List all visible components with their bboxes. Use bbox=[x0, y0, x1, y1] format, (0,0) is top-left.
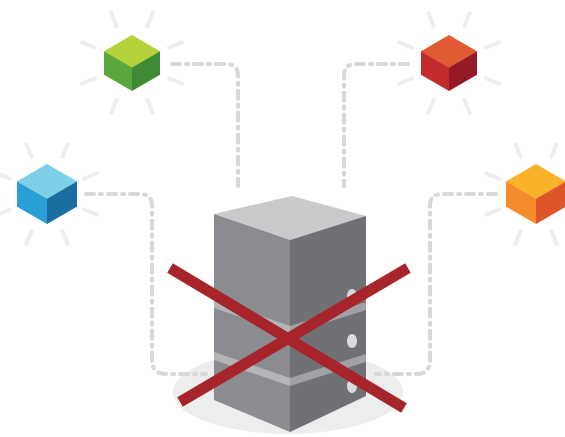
ray bbox=[426, 98, 436, 115]
cube-top-face bbox=[104, 35, 160, 68]
connectors bbox=[84, 62, 498, 376]
ray bbox=[0, 172, 12, 181]
ray bbox=[24, 142, 34, 159]
ray bbox=[0, 207, 12, 216]
cube-right-face bbox=[536, 181, 565, 224]
ray bbox=[513, 142, 523, 159]
ray bbox=[145, 11, 155, 28]
cube-left-face bbox=[421, 51, 449, 91]
ray bbox=[484, 76, 501, 86]
server-band-right-2 bbox=[290, 354, 366, 386]
rays-green bbox=[80, 11, 184, 115]
cross-line-2 bbox=[177, 263, 411, 407]
ray bbox=[549, 229, 559, 246]
ray bbox=[549, 142, 559, 159]
ray bbox=[109, 98, 119, 115]
cube-left-face bbox=[506, 181, 536, 224]
ray bbox=[426, 11, 436, 28]
ray bbox=[462, 98, 472, 115]
ray bbox=[82, 207, 99, 217]
cube-right-face bbox=[132, 51, 160, 91]
cube-top-face bbox=[421, 35, 477, 68]
ray bbox=[167, 40, 184, 50]
red-cube bbox=[421, 35, 477, 91]
cube-left-face bbox=[17, 181, 47, 224]
ray bbox=[513, 229, 523, 246]
cube-top-face bbox=[17, 164, 77, 199]
server-indicator-2 bbox=[347, 334, 357, 348]
cube-top-face bbox=[506, 164, 565, 199]
ray bbox=[484, 171, 501, 181]
green-cube bbox=[104, 35, 160, 91]
offline-cross bbox=[167, 263, 411, 413]
ray bbox=[397, 76, 414, 86]
ray bbox=[145, 98, 155, 115]
server-band-left-2 bbox=[214, 352, 290, 386]
ray bbox=[484, 40, 501, 50]
orange-cube bbox=[506, 164, 565, 224]
blue-cube bbox=[17, 164, 77, 224]
cube-right-face bbox=[47, 181, 77, 224]
cube-rays bbox=[0, 11, 559, 246]
ray bbox=[462, 11, 472, 28]
ray bbox=[24, 229, 34, 246]
ray bbox=[80, 76, 97, 86]
ray bbox=[82, 171, 99, 181]
connector-red bbox=[342, 62, 410, 188]
cube-left-face bbox=[104, 51, 132, 91]
rays-orange bbox=[484, 142, 559, 246]
ray bbox=[397, 40, 414, 50]
cube-right-face bbox=[449, 51, 477, 91]
server-top bbox=[214, 196, 366, 240]
rays-red bbox=[397, 11, 501, 115]
connector-orange bbox=[374, 192, 498, 376]
ray bbox=[80, 40, 97, 50]
ray bbox=[60, 142, 70, 159]
rays-blue bbox=[0, 142, 99, 246]
connector-green bbox=[170, 62, 240, 188]
ray bbox=[484, 207, 501, 217]
connector-blue bbox=[84, 192, 208, 376]
ray bbox=[167, 76, 184, 86]
ray bbox=[60, 229, 70, 246]
ray bbox=[109, 11, 119, 28]
